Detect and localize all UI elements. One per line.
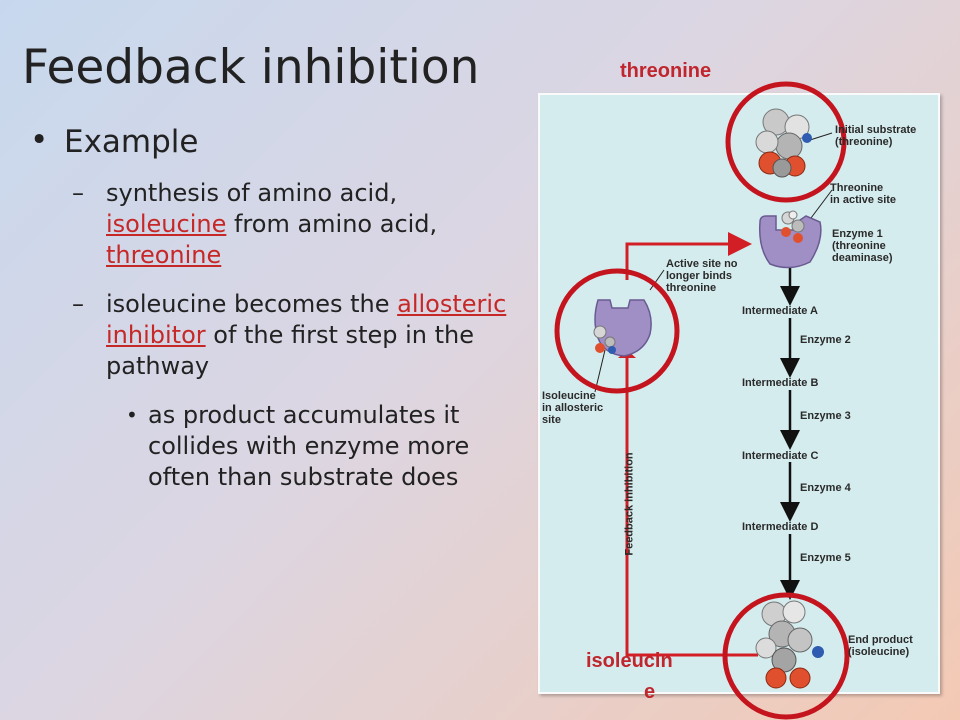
- label-enzyme3: Enzyme 3: [800, 410, 851, 422]
- pathway-diagram: [538, 93, 940, 694]
- label-enzyme5: Enzyme 5: [800, 552, 851, 564]
- slide-title: Feedback inhibition: [22, 40, 480, 95]
- label-intermediate-c: Intermediate C: [742, 450, 819, 462]
- bullet-icon: •: [30, 122, 49, 158]
- product-accumulates-text: as product accumulates it collides with …: [148, 401, 470, 491]
- isoleucine-end-highlight-circle: [722, 592, 850, 720]
- bullet-synthesis: – synthesis of amino acid, isoleucine fr…: [28, 178, 508, 271]
- allosteric-text-1: isoleucine becomes the: [106, 290, 398, 318]
- dash-icon: –: [72, 290, 84, 318]
- allosteric-inhibitor-link[interactable]: allosteric inhibitor: [106, 290, 507, 349]
- label-end-product: End product (isoleucine): [848, 634, 913, 658]
- threonine-highlight-circle: [725, 81, 847, 203]
- callout-threonine: threonine: [620, 60, 712, 82]
- callout-isoleucine-line1: isoleucin: [586, 650, 673, 672]
- threonine-link[interactable]: threonine: [106, 241, 222, 269]
- label-enzyme4: Enzyme 4: [800, 482, 851, 494]
- bullet-product-accumulates: • as product accumulates it collides wit…: [28, 400, 508, 493]
- isoleucine-link[interactable]: isoleucine: [106, 210, 227, 238]
- label-enzyme2: Enzyme 2: [800, 334, 851, 346]
- allosteric-text-2: of the first step in the pathway: [106, 321, 474, 380]
- synthesis-text-1: synthesis of amino acid,: [106, 179, 398, 207]
- label-enzyme1: Enzyme 1 (threonine deaminase): [832, 228, 893, 264]
- callout-isoleucine-line2: e: [644, 681, 656, 703]
- label-feedback-inhibition: Feedback inhibition: [623, 452, 636, 556]
- label-threonine-active-site: Threonine in active site: [830, 182, 897, 206]
- threonine-molecule-icon: [755, 108, 812, 178]
- bullet-list: • Example – synthesis of amino acid, iso…: [28, 120, 508, 493]
- inhibited-enzyme-icon: [593, 299, 652, 357]
- isoleucine-allosteric-highlight-circle: [554, 268, 680, 394]
- enzyme1-icon: [758, 210, 822, 269]
- bullet-example: • Example: [28, 122, 508, 160]
- label-intermediate-d: Intermediate D: [742, 521, 819, 533]
- dash-icon: –: [72, 179, 84, 207]
- label-isoleucine-allosteric: Isoleucine in allosteric site: [542, 390, 604, 426]
- label-initial-substrate: Initial substrate (threonine): [835, 124, 917, 148]
- label-intermediate-b: Intermediate B: [742, 377, 819, 389]
- bullet-icon: •: [126, 403, 138, 427]
- label-active-site-no-longer-binds: Active site no longer binds threonine: [666, 258, 738, 294]
- label-intermediate-a: Intermediate A: [742, 305, 819, 317]
- bullet-example-text: Example: [64, 124, 199, 160]
- isoleucine-molecule-icon: [755, 600, 824, 689]
- bullet-allosteric: – isoleucine becomes the allosteric inhi…: [28, 289, 508, 382]
- synthesis-text-2: from amino acid,: [226, 210, 438, 238]
